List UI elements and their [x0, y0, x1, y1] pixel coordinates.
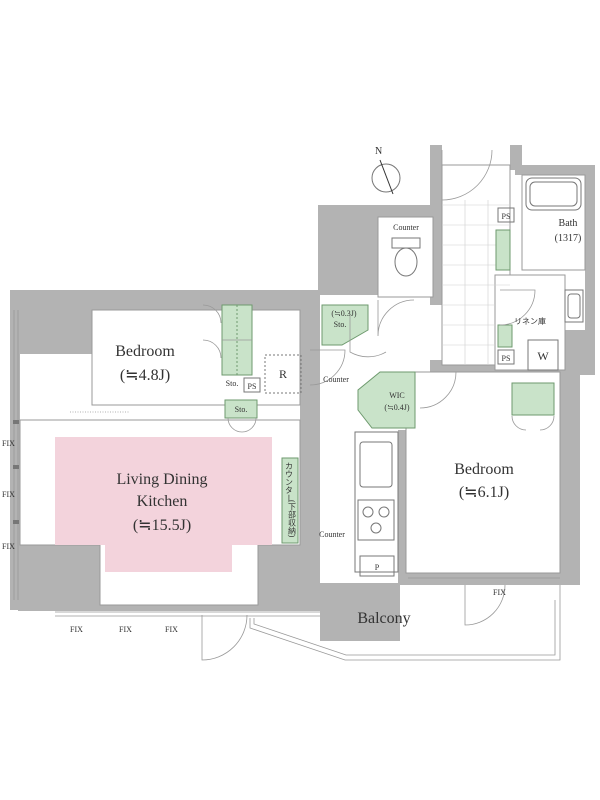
toilet-floor	[377, 216, 434, 298]
washroom-floor	[494, 274, 566, 371]
kitchen-counter-jp-sub: (下部収納)	[288, 500, 297, 538]
bedroom-west-name: Bedroom	[115, 343, 175, 360]
bedroom-west-size: (≒4.8J)	[120, 367, 170, 384]
ps-box-1	[243, 377, 261, 393]
fix-label-6: FIX	[165, 625, 178, 634]
wash-storage	[497, 324, 513, 348]
wash-basin	[564, 289, 584, 323]
storage-door	[349, 316, 387, 358]
windows	[13, 310, 560, 617]
ldk-balcony-door	[201, 614, 248, 661]
wic-area	[357, 371, 416, 429]
p-box	[359, 555, 395, 577]
bath-floor	[521, 174, 586, 271]
r-label: R	[279, 367, 287, 381]
ps-box-3	[497, 349, 515, 365]
p-label: P	[375, 563, 380, 572]
bedroom-east-name: Bedroom	[454, 461, 514, 478]
fix-label-7: FIX	[493, 588, 506, 597]
small-storage-size: (≒0.3J)	[331, 309, 356, 318]
ps-box-2	[497, 207, 515, 223]
fix-label-5: FIX	[119, 625, 132, 634]
bedroom-east-door	[419, 371, 457, 409]
hall-tiles	[442, 200, 510, 365]
compass-ring	[371, 163, 401, 193]
linen-label: リネン庫	[514, 316, 546, 326]
bath-name: Bath	[559, 218, 578, 229]
entry-door	[441, 149, 493, 201]
ps-label-2: PS	[502, 212, 511, 221]
sto-label-2: Sto.	[235, 405, 248, 414]
exterior-walls	[10, 145, 595, 641]
counter-top-label: Counter	[393, 223, 419, 232]
fixtures	[354, 177, 584, 573]
w-label: W	[537, 349, 549, 363]
ldk-size: (≒15.5J)	[133, 517, 191, 534]
kitchen-counter	[354, 431, 399, 573]
kitchen-sink	[359, 441, 393, 488]
counter-mid-label: Counter	[323, 375, 349, 384]
box-labels: R W P PS PS PS	[243, 207, 559, 577]
r-box	[264, 354, 302, 394]
fix-label-1: FIX	[2, 439, 15, 448]
sto-label-1: Sto.	[226, 379, 239, 388]
storage-units	[221, 229, 555, 544]
counter-kitchen-label: Counter	[319, 530, 345, 539]
stove	[357, 499, 395, 541]
bathtub	[525, 177, 582, 211]
kitchen-counter-storage	[281, 457, 299, 544]
hall-storage	[495, 229, 511, 271]
kitchen-counter-jp: カウンター	[285, 462, 294, 502]
ldk-line1: Living Dining	[116, 471, 207, 488]
fix-label-4: FIX	[70, 625, 83, 634]
wic-size: (≒0.4J)	[384, 403, 409, 412]
ps-label-3: PS	[502, 354, 511, 363]
w-box	[527, 339, 559, 371]
doors	[201, 149, 555, 661]
balcony	[249, 585, 561, 661]
bath-size: (1317)	[555, 233, 582, 244]
small-storage-name: Sto.	[334, 320, 347, 329]
washroom-door	[499, 289, 536, 326]
ps-label-1: PS	[248, 382, 257, 391]
small-storage	[321, 304, 369, 346]
toilet-bowl	[394, 247, 418, 277]
sto-box-green	[224, 399, 258, 419]
bedroom-east-closet	[511, 382, 555, 416]
fix-label-2: FIX	[2, 490, 15, 499]
compass-north-label: N	[375, 146, 382, 157]
bedroom-balcony-door	[464, 584, 506, 626]
toilet-door	[377, 299, 415, 337]
bedroom-west-door	[309, 349, 346, 386]
wic-name: WIC	[389, 391, 405, 400]
ldk-line2: Kitchen	[137, 493, 188, 510]
fix-label-3: FIX	[2, 542, 15, 551]
bedroom-east-size: (≒6.1J)	[459, 484, 509, 501]
balcony-name: Balcony	[357, 610, 410, 627]
ldk-highlight	[55, 437, 272, 572]
compass: N	[371, 146, 401, 195]
